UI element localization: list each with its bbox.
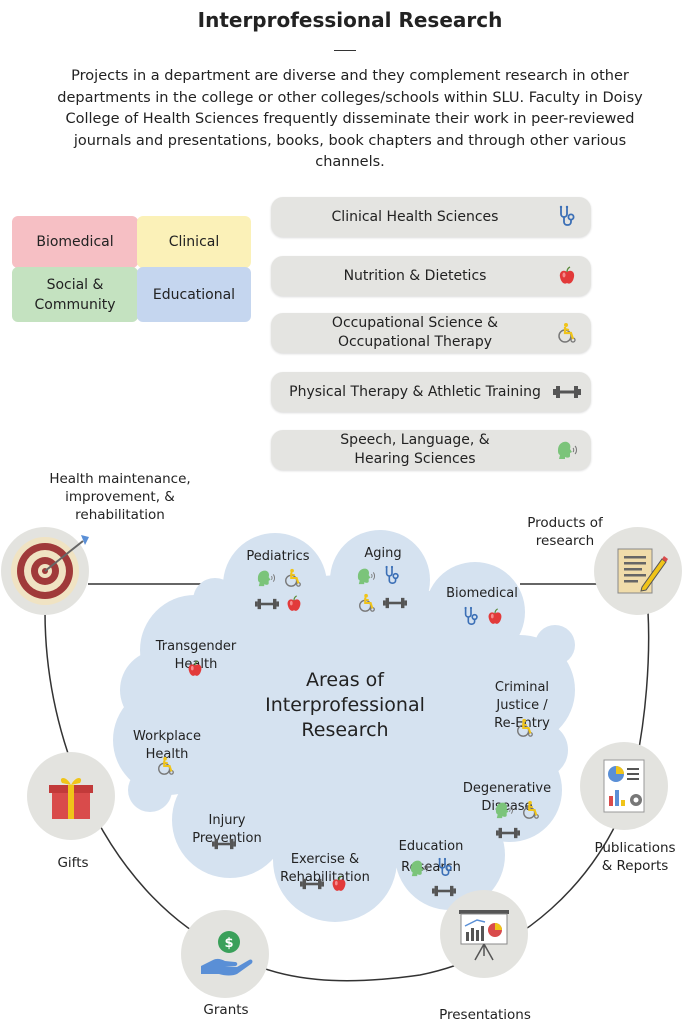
program-label: Speech, Language, & Hearing Sciences (340, 432, 490, 467)
area-label: Biomedical (446, 586, 518, 601)
title-divider (334, 50, 356, 51)
area-injury-prevention: Injury Prevention (182, 794, 272, 866)
stethoscope-icon (436, 857, 454, 879)
area-icons (186, 660, 204, 678)
outcome-health (1, 527, 89, 615)
svg-text:$: $ (224, 936, 233, 951)
speaking-head-icon (355, 567, 377, 585)
program-physical-therapy: Physical Therapy & Athletic Training (271, 372, 591, 412)
outcome-label-publications: Publications & Reports (594, 840, 676, 874)
outcome-products (594, 527, 682, 615)
dumbbell-icon (300, 877, 324, 891)
dumbbell-icon (496, 826, 520, 840)
outcome-publications (580, 742, 668, 830)
category-label: Educational (152, 286, 236, 303)
gift-box-icon (49, 778, 93, 819)
dumbbell-icon (383, 596, 407, 610)
outcome-label-grants: Grants (203, 1002, 249, 1018)
stethoscope-icon (462, 606, 480, 628)
apple-icon (330, 875, 348, 893)
category-label: Biomedical (36, 234, 114, 250)
outcome-label-gifts: Gifts (57, 855, 89, 871)
dumbbell-icon (255, 597, 279, 611)
outcome-label-products: Products of research (527, 515, 603, 549)
area-icons (255, 568, 303, 588)
outcome-label-health: Health maintenance, improvement, & rehab… (49, 471, 191, 523)
area-icons (212, 837, 236, 851)
outcome-grants: $ (181, 910, 269, 998)
speaking-head-icon (408, 859, 430, 877)
apple-icon (285, 595, 303, 613)
area-icons (408, 857, 454, 879)
wheelchair-icon (156, 756, 176, 776)
category-label: Clinical (168, 234, 220, 250)
area-icons (156, 756, 176, 776)
speaking-head-icon (493, 801, 515, 819)
area-label: Transgender Health (155, 639, 237, 672)
area-label: Criminal Justice / Re-Entry (494, 680, 550, 731)
area-icons (496, 826, 520, 840)
speaking-head-icon (255, 569, 277, 587)
program-label: Occupational Science & Occupational Ther… (331, 315, 499, 350)
outcome-presentations (440, 890, 528, 978)
area-icons (493, 800, 541, 820)
target-icon (11, 535, 89, 605)
page-title: Interprofessional Research (197, 8, 503, 32)
category-clinical: Clinical (137, 216, 251, 268)
area-label: Aging (364, 546, 402, 561)
area-label: Workplace Health (133, 729, 201, 762)
area-icons (357, 593, 407, 613)
area-icons (432, 884, 456, 898)
money-hand-icon: $ (201, 931, 253, 976)
apple-icon (186, 660, 204, 678)
area-biomedical: Biomedical (440, 585, 524, 603)
area-icons (515, 718, 535, 738)
area-icons (300, 875, 348, 893)
intro-paragraph: Projects in a department are diverse and… (57, 68, 643, 170)
area-icons (462, 606, 504, 628)
center-title: Areas of Interprofessional Research (265, 669, 425, 741)
area-label: Injury Prevention (192, 813, 262, 846)
program-occupational: Occupational Science & Occupational Ther… (271, 313, 591, 353)
category-social-community: Social & Community (12, 267, 138, 322)
program-label: Clinical Health Sciences (331, 208, 499, 225)
category-educational: Educational (137, 267, 251, 322)
area-icons (355, 565, 401, 587)
outcome-label-presentations: Presentations (439, 1007, 531, 1023)
program-speech-language: Speech, Language, & Hearing Sciences (271, 430, 591, 470)
program-clinical-health-sciences: Clinical Health Sciences (271, 197, 591, 237)
wheelchair-icon (515, 718, 535, 738)
category-biomedical: Biomedical (12, 216, 138, 268)
area-exercise-rehabilitation: Exercise & Rehabilitation (270, 833, 380, 905)
dumbbell-icon (212, 837, 236, 851)
area-transgender-health: Transgender Health (146, 620, 246, 692)
dumbbell-icon (432, 884, 456, 898)
area-label: Exercise & Rehabilitation (280, 852, 370, 885)
presentation-board-icon (459, 910, 509, 961)
area-criminal-justice: Criminal Justice / Re-Entry (480, 661, 564, 751)
category-label: Social & Community (34, 276, 116, 313)
area-workplace-health: Workplace Health (122, 710, 212, 782)
area-icons (255, 595, 303, 613)
outcome-gifts (27, 752, 115, 840)
wheelchair-icon (357, 593, 377, 613)
report-chart-icon (603, 759, 645, 813)
area-label: Pediatrics (246, 549, 310, 564)
wheelchair-icon (283, 568, 303, 588)
document-edit-icon (617, 548, 668, 594)
stethoscope-icon (383, 565, 401, 587)
program-label: Physical Therapy & Athletic Training (289, 383, 541, 400)
apple-icon (486, 608, 504, 626)
program-label: Nutrition & Dietetics (343, 267, 487, 284)
wheelchair-icon (521, 800, 541, 820)
area-pediatrics: Pediatrics (236, 548, 320, 566)
area-aging: Aging (345, 545, 421, 563)
program-nutrition-dietetics: Nutrition & Dietetics (271, 256, 591, 296)
